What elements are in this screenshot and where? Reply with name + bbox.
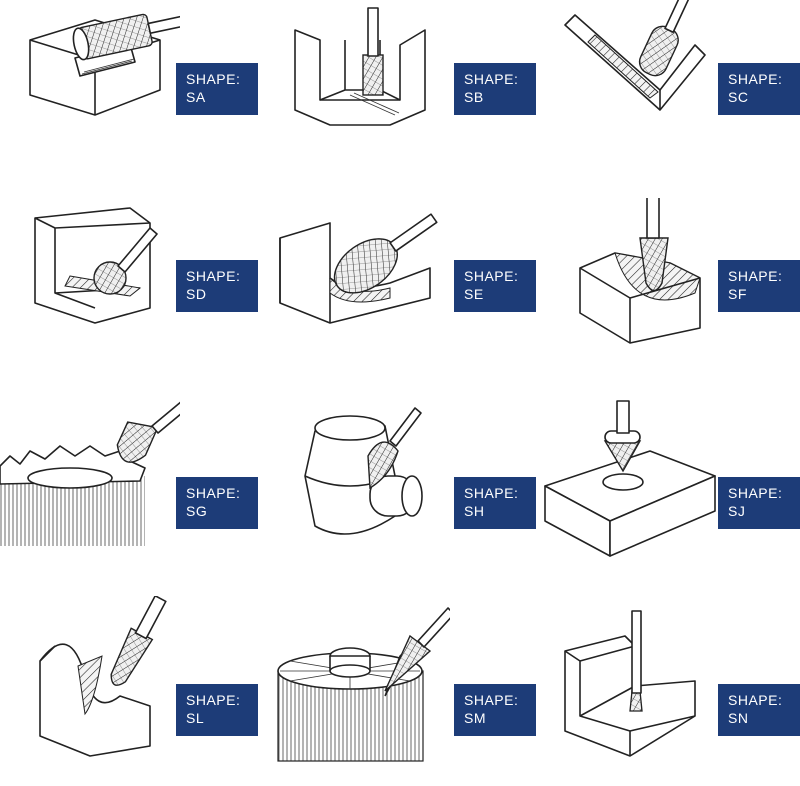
shape-label-sg: SHAPE: SG: [176, 477, 258, 529]
shape-card-sf: SHAPE: SF: [540, 198, 800, 388]
oval-burr-channel-icon: [279, 213, 438, 324]
countersink-cone-burr-hole-icon: [544, 400, 716, 557]
shape-code: SB: [464, 89, 484, 105]
shape-prefix: SHAPE:: [186, 71, 241, 87]
shape-label-sn: SHAPE: SN: [718, 684, 800, 736]
shape-prefix: SHAPE:: [728, 268, 783, 284]
cylinder-radius-end-burr-angle-icon: [564, 0, 706, 111]
cylinder-end-cut-burr-groove-icon: [294, 7, 426, 126]
shape-code: SJ: [728, 503, 746, 519]
shape-card-sg: SHAPE: SG: [0, 396, 267, 586]
shape-code: SG: [186, 503, 208, 519]
shape-label-sl: SHAPE: SL: [176, 684, 258, 736]
shape-code: SL: [186, 710, 205, 726]
ball-burr-internal-corner-icon: [34, 207, 158, 324]
shape-card-sn: SHAPE: SN: [540, 596, 800, 786]
shape-code: SH: [464, 503, 485, 519]
shape-code: SM: [464, 710, 486, 726]
shape-prefix: SHAPE:: [186, 268, 241, 284]
shape-prefix: SHAPE:: [186, 485, 241, 501]
shape-code: SD: [186, 286, 207, 302]
shape-card-sh: SHAPE: SH: [270, 396, 537, 586]
flame-burr-pipe-joint-icon: [304, 407, 423, 535]
shape-label-sm: SHAPE: SM: [454, 684, 536, 736]
shape-card-sc: SHAPE: SC: [540, 0, 800, 190]
taper-radius-burr-contour-icon: [39, 596, 167, 757]
shape-card-sj: SHAPE: SJ: [540, 396, 800, 586]
shape-label-sf: SHAPE: SF: [718, 260, 800, 312]
shape-card-sd: SHAPE: SD: [0, 198, 267, 388]
shape-prefix: SHAPE:: [464, 268, 519, 284]
cylinder-burr-slot-icon: [29, 13, 180, 116]
shape-prefix: SHAPE:: [464, 485, 519, 501]
shape-label-sh: SHAPE: SH: [454, 477, 536, 529]
shape-label-sc: SHAPE: SC: [718, 63, 800, 115]
shape-prefix: SHAPE:: [728, 692, 783, 708]
shape-prefix: SHAPE:: [186, 692, 241, 708]
shape-prefix: SHAPE:: [728, 71, 783, 87]
shape-card-sb: SHAPE: SB: [270, 0, 537, 190]
shape-card-sl: SHAPE: SL: [0, 596, 267, 786]
shape-label-sj: SHAPE: SJ: [718, 477, 800, 529]
shape-card-sa: SHAPE: SA: [0, 0, 267, 190]
shape-prefix: SHAPE:: [728, 485, 783, 501]
shape-label-sa: SHAPE: SA: [176, 63, 258, 115]
taper-pointed-burr-fins-icon: [277, 607, 450, 762]
inverted-cone-burr-corner-icon: [564, 610, 696, 757]
shape-label-se: SHAPE: SE: [454, 260, 536, 312]
shape-code: SE: [464, 286, 484, 302]
shape-card-se: SHAPE: SE: [270, 198, 537, 388]
tree-radius-burr-fillet-icon: [579, 198, 701, 344]
shape-card-sm: SHAPE: SM: [270, 596, 537, 786]
shape-code: SF: [728, 286, 747, 302]
shape-label-sb: SHAPE: SB: [454, 63, 536, 115]
shape-code: SN: [728, 710, 749, 726]
shape-prefix: SHAPE:: [464, 71, 519, 87]
shape-code: SC: [728, 89, 749, 105]
shape-code: SA: [186, 89, 206, 105]
tree-pointed-burr-gear-teeth-icon: [0, 401, 180, 546]
shape-label-sd: SHAPE: SD: [176, 260, 258, 312]
shape-prefix: SHAPE:: [464, 692, 519, 708]
